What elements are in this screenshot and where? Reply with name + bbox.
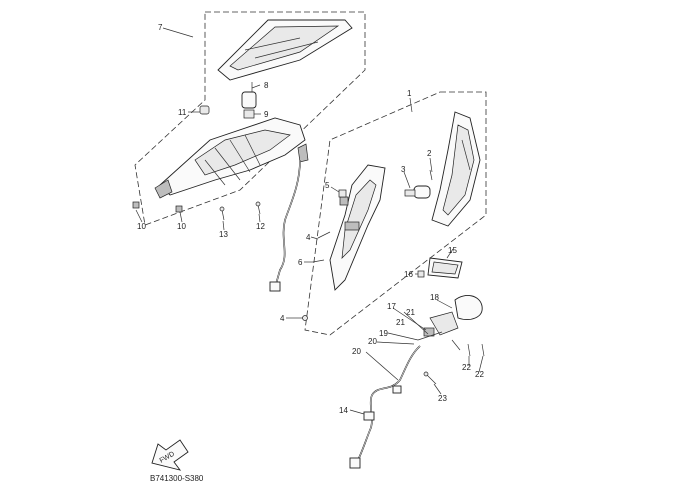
tail-light-wire xyxy=(269,159,301,292)
callout-12: 12 xyxy=(256,222,265,231)
screw-23 xyxy=(425,373,437,385)
group-outline-1 xyxy=(304,91,487,336)
license-lamp-18 xyxy=(417,295,483,351)
screw-22-left xyxy=(467,343,471,357)
leader-lines xyxy=(135,27,484,415)
callout-19: 19 xyxy=(379,329,388,338)
bulb-socket xyxy=(241,82,257,119)
nut-5 xyxy=(338,189,347,198)
callout-16: 16 xyxy=(404,270,413,279)
callout-10-right: 10 xyxy=(177,222,186,231)
license-bracket xyxy=(317,164,386,291)
callout-15: 15 xyxy=(448,246,457,255)
bulb-part-2-3 xyxy=(404,169,433,199)
callout-4-upper: 4 xyxy=(306,233,311,242)
bolt-16 xyxy=(417,270,425,278)
callout-9: 9 xyxy=(264,110,269,119)
callout-8: 8 xyxy=(264,81,269,90)
callout-3: 3 xyxy=(401,165,406,174)
callout-6: 6 xyxy=(298,258,303,267)
grommet-11 xyxy=(199,105,210,115)
clip-10-left xyxy=(132,201,140,209)
callout-13: 13 xyxy=(219,230,228,239)
screw-13 xyxy=(221,209,225,221)
callout-10-left: 10 xyxy=(137,222,146,231)
callout-4-lower: 4 xyxy=(280,314,285,323)
callout-7: 7 xyxy=(158,23,163,32)
screw-12 xyxy=(257,204,261,215)
callout-5: 5 xyxy=(325,181,330,190)
callout-11: 11 xyxy=(178,108,187,117)
callout-20-upper: 20 xyxy=(368,337,377,346)
callout-14: 14 xyxy=(339,406,348,415)
callout-22-right: 22 xyxy=(475,370,484,379)
callout-21-upper: 21 xyxy=(406,308,415,317)
lens-part-7 xyxy=(217,19,353,81)
tail-light-housing xyxy=(154,117,309,199)
screw-6 xyxy=(312,259,325,263)
lamp-wire xyxy=(349,345,421,469)
callout-20-lower: 20 xyxy=(352,347,361,356)
clip-10-right xyxy=(175,205,183,213)
fwd-arrow: FWD xyxy=(151,439,189,471)
callout-1: 1 xyxy=(407,89,412,98)
callout-21-lower: 21 xyxy=(396,318,405,327)
diagram-code: B741300-S380 xyxy=(150,474,204,483)
group-outline-7 xyxy=(134,11,366,226)
callout-22-left: 22 xyxy=(462,363,471,372)
callout-23: 23 xyxy=(438,394,447,403)
screw-22-right xyxy=(481,343,485,357)
callout-labels: 7 8 9 11 1 2 3 5 4 6 4 10 10 13 12 15 16… xyxy=(137,23,484,415)
callout-2: 2 xyxy=(427,149,432,158)
callout-18: 18 xyxy=(430,293,439,302)
callout-17: 17 xyxy=(387,302,396,311)
rear-cover-part-1 xyxy=(431,111,481,227)
reflector-part-15 xyxy=(427,257,463,279)
